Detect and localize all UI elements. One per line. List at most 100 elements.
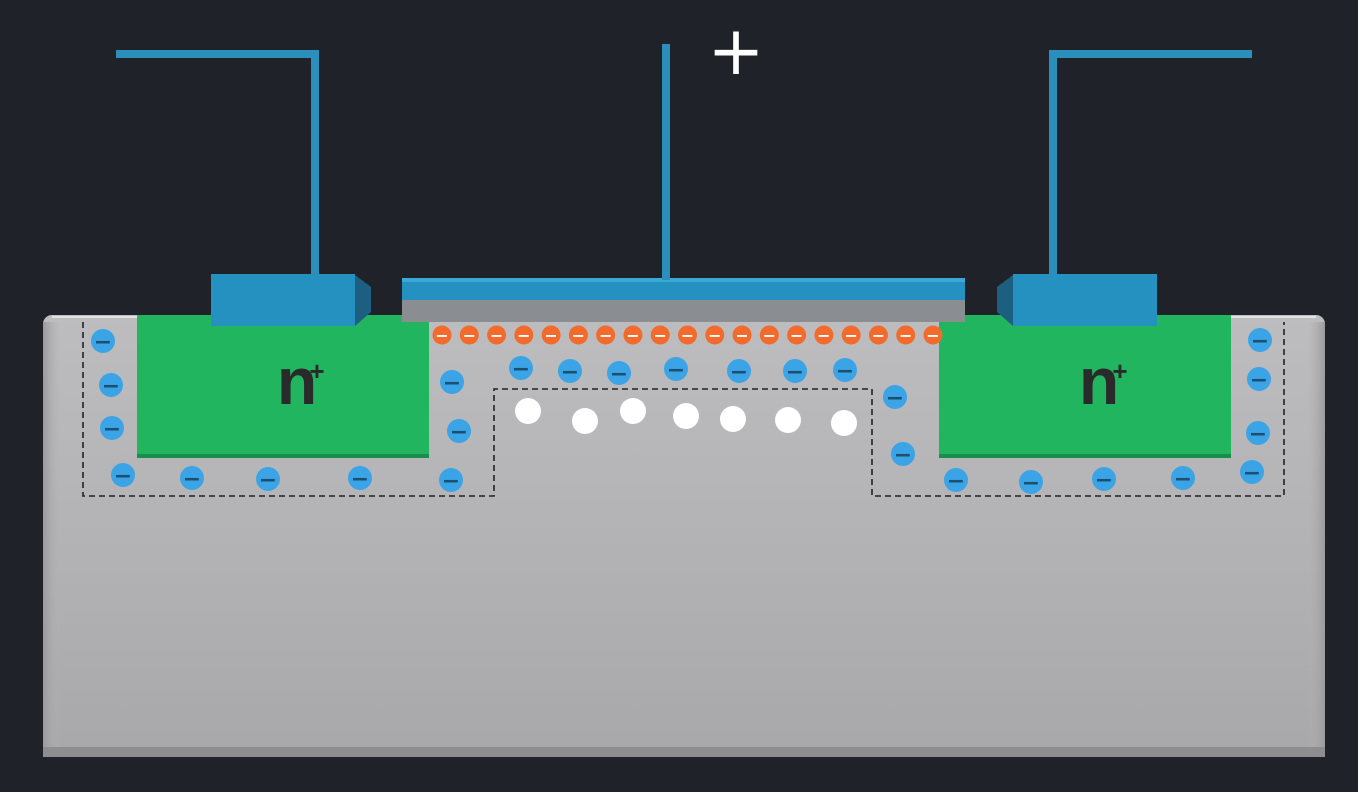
channel-electron: − [896,325,916,345]
negative-ion-sign: − [443,371,461,396]
negative-ion-circle [1246,421,1270,445]
negative-ion-sign: − [1249,422,1267,447]
negative-ion-sign: − [667,358,685,383]
channel-electron-sign: − [681,326,694,345]
hole [673,403,699,429]
gate-voltage-sign: + [708,12,765,91]
substrate-edge-left [43,322,61,752]
channel-electron: − [459,325,479,345]
hole [831,410,857,436]
negative-ion: − [944,468,968,494]
negative-ion-circle [607,361,631,385]
channel-electron-circle [596,325,616,345]
negative-ion-sign: − [351,467,369,492]
drain-n-region-body [939,315,1231,458]
channel-electron-circle [514,325,534,345]
source-n-region-shadow [137,454,429,458]
hole [720,406,746,432]
negative-ion: − [783,359,807,385]
channel-electron-sign: − [817,326,830,345]
negative-ion-sign: − [947,469,965,494]
channel-electron-circle [841,325,861,345]
channel-electron-circle [759,325,779,345]
holes [515,398,857,436]
source-contact-body [211,274,355,326]
drain-n-region: n + [939,315,1231,458]
negative-ion: − [256,467,280,493]
negative-ion-sign: − [114,464,132,489]
channel-electron-circle [541,325,561,345]
negative-ion-circle [256,467,280,491]
gate-stack [402,278,965,322]
channel-electron-sign: − [926,326,939,345]
negative-ion-circle [111,463,135,487]
negative-ion: − [883,385,907,411]
source-n-region-body [137,315,429,458]
channel-electron: − [487,325,507,345]
channel-electron: − [432,325,452,345]
negative-ion-circle [783,359,807,383]
channel-electron-sign: − [599,326,612,345]
channel-electron-circle [459,325,479,345]
channel-electron-sign: − [463,326,476,345]
drain-region-superscript: + [1112,356,1127,386]
negative-ion-circle [440,370,464,394]
channel-electron-circle [732,325,752,345]
negative-ion: − [99,373,123,399]
negative-ion-sign: − [610,362,628,387]
hole [775,407,801,433]
channel-electron: − [514,325,534,345]
negative-ion: − [891,442,915,468]
channel-electron-sign: − [899,326,912,345]
drain-contact-side [997,275,1013,326]
negative-ion-circle [180,466,204,490]
negative-ion-circle [100,416,124,440]
negative-ion: − [509,356,533,382]
negative-ion-sign: − [1174,467,1192,492]
channel-electron: − [623,325,643,345]
channel-electron-circle [650,325,670,345]
negative-ion-circle [439,468,463,492]
channel-electron-sign: − [654,326,667,345]
negative-ion-sign: − [1095,468,1113,493]
channel-electron: − [678,325,697,345]
negative-ion-sign: − [786,360,804,385]
hole [515,398,541,424]
negative-ion-sign: − [561,360,579,385]
channel-electrons: −−−−−−−−−−−−−−−−−−− [432,325,943,345]
negative-ion-circle [1171,466,1195,490]
channel-electron-sign: − [735,326,748,345]
channel-electron-sign: − [544,326,557,345]
negative-ion-sign: − [512,357,530,382]
negative-ion-circle [944,468,968,492]
negative-ion: − [1171,466,1195,492]
negative-ion: − [439,468,463,494]
channel-electron-circle [923,325,943,345]
negative-ion-sign: − [1022,471,1040,496]
negative-ion-sign: − [836,359,854,384]
channel-electron-sign: − [435,326,448,345]
drain-n-region-shadow [939,454,1231,458]
negative-ion-circle [447,419,471,443]
negative-ion-circle [558,359,582,383]
channel-electron-sign: − [790,326,803,345]
negative-ion-sign: − [894,443,912,468]
source-region-superscript: + [309,356,324,386]
channel-electron: − [732,325,752,345]
negative-ion-sign: − [1243,461,1261,486]
gate-oxide [402,298,965,322]
negative-ion-circle [1247,367,1271,391]
negative-ion-sign: − [730,360,748,385]
depletion-region-outline [82,322,1285,497]
negative-ion: − [607,361,631,387]
negative-ion: − [180,466,204,492]
negative-ion-circle [727,359,751,383]
source-contact-side [355,275,371,326]
channel-electron: − [596,325,616,345]
channel-electron: − [787,325,807,345]
negative-ion: − [447,419,471,445]
negative-ion: − [111,463,135,489]
negative-ion-sign: − [886,386,904,411]
drain-contact [997,274,1157,326]
